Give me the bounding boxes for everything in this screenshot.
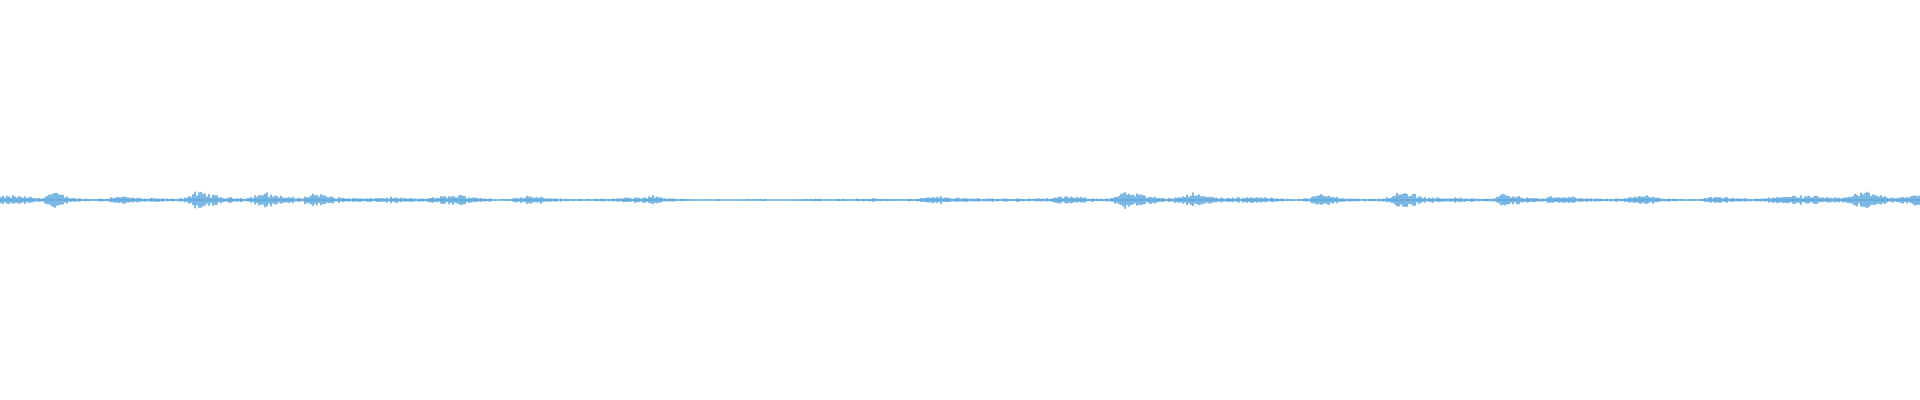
waveform-bars [0,191,1920,209]
